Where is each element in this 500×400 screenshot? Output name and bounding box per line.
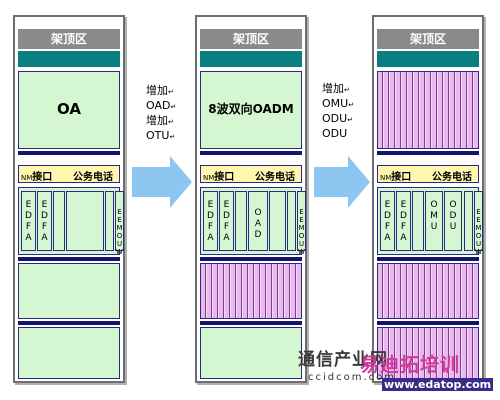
cabinet-top-label: 架顶区	[18, 29, 120, 49]
divider-bar	[18, 257, 120, 261]
nm-interface-bar: NM接口 公务电话	[377, 165, 479, 183]
divider-bar	[200, 257, 302, 261]
empty-slot	[269, 191, 286, 251]
card-small-1	[287, 191, 296, 251]
empty-slot-wide	[66, 191, 104, 251]
arrow-2-body	[314, 167, 348, 197]
otu-shelf-top	[377, 71, 479, 149]
watermark-brand: 易迪拓培训	[360, 354, 461, 376]
watermark-text: 通信产业网	[298, 350, 388, 370]
card-small-1	[464, 191, 473, 251]
arrow-right-icon	[170, 156, 192, 208]
arrow-right-icon	[348, 156, 370, 208]
nm-interface-bar: NM接口 公务电话	[18, 165, 120, 183]
divider-bar	[377, 257, 479, 261]
arrow-1-body	[132, 167, 170, 197]
otu-shelf-middle	[377, 263, 479, 319]
top-teal-strip	[18, 51, 120, 67]
phone-label: 公务电话	[255, 172, 295, 183]
divider-bar	[200, 151, 302, 155]
annotation-add-omu-odu: 增加↵ OMU↵ ODU↵ ODU	[322, 82, 355, 140]
phone-label: 公务电话	[432, 172, 472, 183]
card-small-1	[105, 191, 114, 251]
divider-bar	[377, 321, 479, 325]
divider-bar	[200, 321, 302, 325]
divider-bar	[377, 151, 479, 155]
top-teal-strip	[200, 51, 302, 67]
divider-bar	[18, 321, 120, 325]
empty-shelf	[200, 327, 302, 379]
nm-interface-bar: NM接口 公务电话	[200, 165, 302, 183]
oa-area: OA	[18, 71, 120, 149]
cabinet-top-label: 架顶区	[200, 29, 302, 49]
oadm-area: 8波双向OADM	[200, 71, 302, 149]
empty-slot	[235, 191, 247, 251]
watermark-url-1: ccidcom.com	[308, 372, 397, 383]
empty-shelf	[18, 327, 120, 379]
empty-shelf	[18, 263, 120, 319]
top-teal-strip	[377, 51, 479, 67]
phone-label: 公务电话	[73, 172, 113, 183]
oa-label: OA	[57, 100, 81, 118]
empty-slot	[53, 191, 65, 251]
divider-bar	[18, 151, 120, 155]
annotation-add-oad-otu: 增加↵ OAD↵ 增加↵ OTU↵	[146, 84, 177, 142]
otu-shelf	[200, 263, 302, 319]
watermark-url-2: www.edatop.com	[382, 378, 494, 391]
cabinet-top-label: 架顶区	[377, 29, 479, 49]
empty-slot	[412, 191, 424, 251]
oadm-label: 8波双向OADM	[208, 102, 294, 116]
otu-shelf-bottom	[377, 327, 479, 379]
